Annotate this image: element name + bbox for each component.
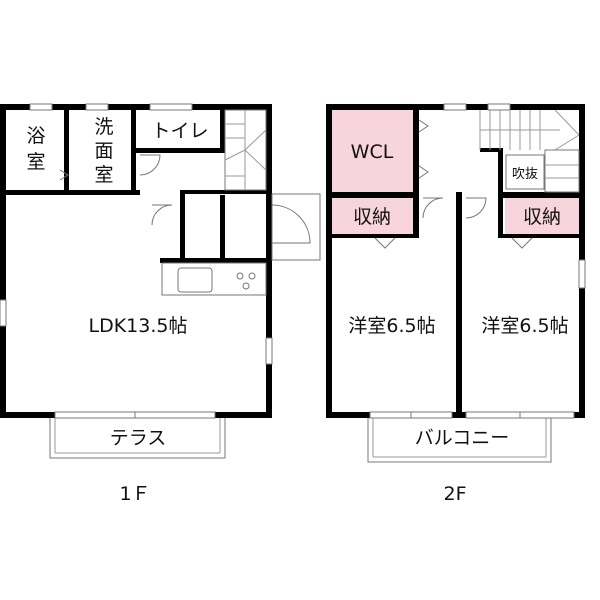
bedroom-left-label: 洋室6.5帖 xyxy=(348,315,435,337)
washroom-label-2: 面 xyxy=(94,140,113,162)
wcl-fill xyxy=(332,110,413,192)
storage-right-fill xyxy=(505,198,579,234)
void-label: 吹抜 xyxy=(512,166,538,182)
stairs-2f xyxy=(479,109,580,193)
terrace-label: テラス xyxy=(110,427,167,449)
void-box xyxy=(505,154,545,190)
storage-left-fill xyxy=(332,198,413,234)
wcl-label: WCL xyxy=(351,141,394,163)
stairs-1f xyxy=(224,109,267,191)
floor-2-label: 2F xyxy=(443,483,466,505)
bathroom-label-2: 室 xyxy=(26,151,45,173)
floor-1-label: 1Ｆ xyxy=(119,483,150,505)
balcony-label: バルコニー xyxy=(415,427,510,449)
storage-left-label: 収納 xyxy=(353,206,391,228)
kitchen-counter xyxy=(161,262,267,296)
bedroom-right-label: 洋室6.5帖 xyxy=(481,315,568,337)
floor-1: 浴 室 洗 面 室 トイレ LDK13.5帖 テラス 1Ｆ xyxy=(0,103,321,505)
storage-right-label: 収納 xyxy=(523,206,561,228)
washroom-label-3: 室 xyxy=(94,164,113,186)
entrance-door xyxy=(271,193,321,261)
bathroom-label-1: 浴 xyxy=(26,125,45,147)
toilet-label: トイレ xyxy=(151,120,208,142)
washroom-label-1: 洗 xyxy=(94,116,113,138)
ldk-label: LDK13.5帖 xyxy=(89,315,188,337)
floor-2: WCL 収納 収納 吹抜 洋室6.5帖 洋室6.5帖 バルコニー 2F xyxy=(326,103,586,505)
